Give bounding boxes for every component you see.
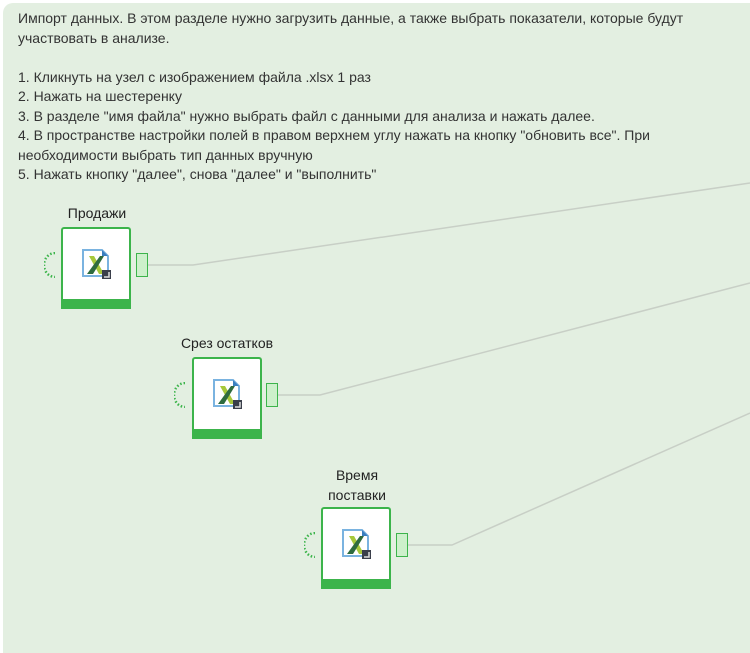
- node-stock-snapshot[interactable]: [192, 357, 262, 439]
- description-intro: Импорт данных. В этом разделе нужно загр…: [18, 10, 684, 46]
- node-label-line: Время: [335, 467, 379, 483]
- connection-line: [408, 412, 750, 546]
- output-port[interactable]: [266, 383, 278, 407]
- excel-file-icon: [213, 379, 242, 409]
- step: 3. В разделе "имя файла" нужно выбрать ф…: [18, 107, 595, 124]
- node-label: Срез остатков: [180, 335, 274, 351]
- connection-line: [278, 282, 750, 396]
- node-label: Время поставки: [287, 465, 427, 505]
- node-delivery-time[interactable]: [321, 507, 391, 589]
- input-port-icon[interactable]: [304, 532, 316, 558]
- connection-line: [148, 182, 750, 266]
- output-port[interactable]: [136, 253, 148, 277]
- description-note: Импорт данных. В этом разделе нужно загр…: [18, 9, 743, 185]
- input-port-icon[interactable]: [44, 252, 56, 278]
- connections: [148, 182, 750, 546]
- node-label-line: поставки: [328, 487, 386, 503]
- node-sales[interactable]: [61, 227, 131, 309]
- step: 4. В пространстве настройки полей в прав…: [18, 127, 650, 163]
- step: 1. Кликнуть на узел с изображением файла…: [18, 68, 371, 85]
- output-port[interactable]: [396, 533, 408, 557]
- node-label: Продажи: [67, 205, 127, 221]
- step: 2. Нажать на шестеренку: [18, 88, 182, 104]
- excel-file-icon: [342, 529, 371, 559]
- input-port-icon[interactable]: [174, 382, 186, 408]
- excel-file-icon: [82, 249, 111, 279]
- step: 5. Нажать кнопку "далее", снова "далее" …: [18, 166, 377, 182]
